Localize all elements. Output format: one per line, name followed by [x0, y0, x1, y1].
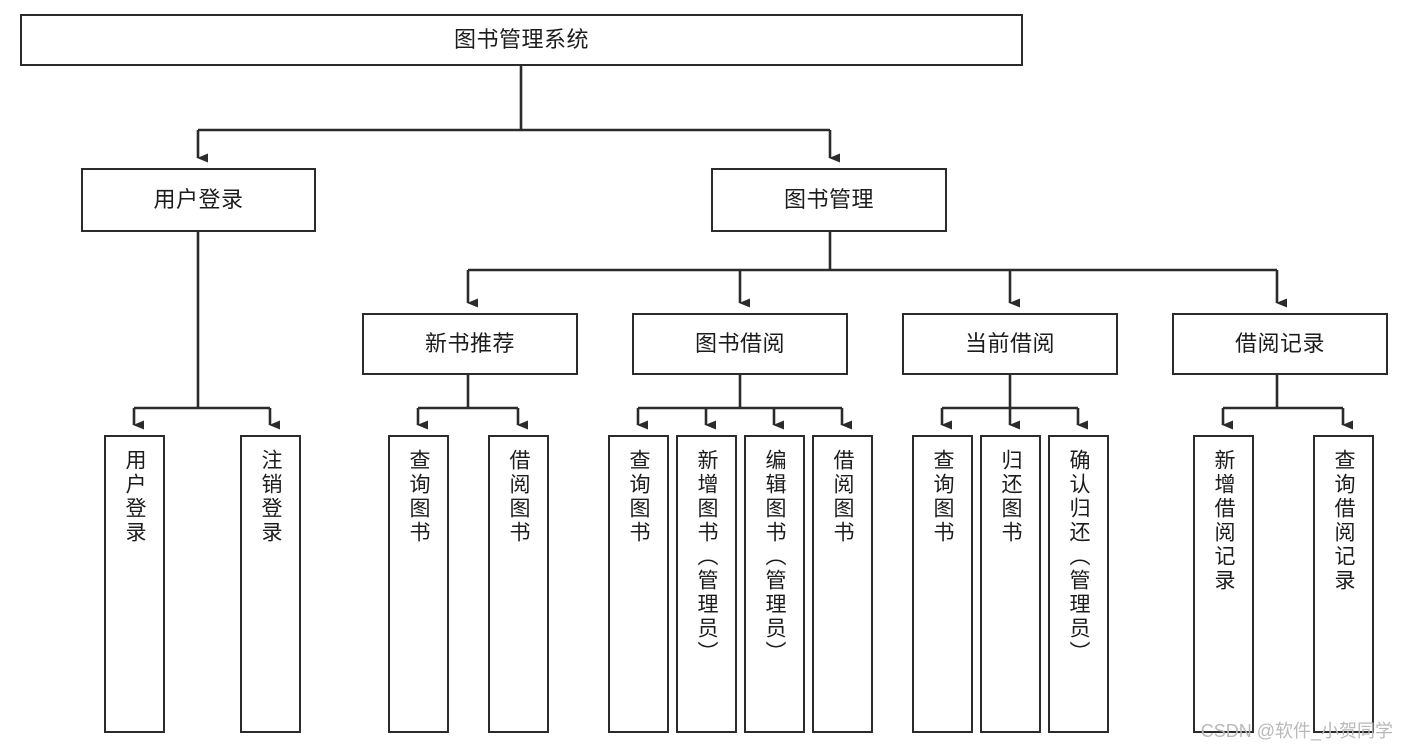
node-label: 查询借阅记录: [1332, 449, 1355, 593]
node-leaf-user-login[interactable]: 用户登录: [104, 435, 165, 733]
node-leaf-borrow-book-1[interactable]: 借阅图书: [488, 435, 549, 733]
node-label: 用户登录: [123, 449, 146, 545]
node-leaf-query-borrow-record[interactable]: 查询借阅记录: [1313, 435, 1374, 733]
node-label: 新书推荐: [424, 331, 515, 357]
node-label: 归还图书: [999, 449, 1022, 545]
node-leaf-logout[interactable]: 注销登录: [240, 435, 301, 733]
node-root-book-management-system[interactable]: 图书管理系统: [20, 14, 1023, 66]
node-leaf-query-book-3[interactable]: 查询图书: [912, 435, 973, 733]
node-current-borrow[interactable]: 当前借阅: [902, 313, 1118, 375]
node-label: 借阅图书: [831, 449, 854, 545]
node-label: 查询图书: [407, 449, 430, 545]
node-label: 注销登录: [259, 449, 282, 545]
node-label: 图书借阅: [694, 331, 785, 357]
node-borrow-records[interactable]: 借阅记录: [1172, 313, 1388, 375]
node-book-borrow[interactable]: 图书借阅: [632, 313, 848, 375]
node-label: 编辑图书（管理员）: [763, 449, 786, 665]
node-label: 图书管理系统: [453, 27, 589, 53]
node-label: 图书管理: [783, 187, 874, 213]
node-new-book-recommend[interactable]: 新书推荐: [362, 313, 578, 375]
node-leaf-query-book-1[interactable]: 查询图书: [388, 435, 449, 733]
node-label: 当前借阅: [964, 331, 1055, 357]
node-label: 新增图书（管理员）: [695, 449, 718, 665]
node-label: 查询图书: [627, 449, 650, 545]
node-leaf-add-book-admin[interactable]: 新增图书（管理员）: [676, 435, 737, 733]
node-leaf-borrow-book-2[interactable]: 借阅图书: [812, 435, 873, 733]
node-book-management[interactable]: 图书管理: [711, 168, 947, 232]
node-label: 借阅图书: [507, 449, 530, 545]
node-leaf-add-borrow-record[interactable]: 新增借阅记录: [1193, 435, 1254, 733]
node-leaf-return-book[interactable]: 归还图书: [980, 435, 1041, 733]
node-user-login[interactable]: 用户登录: [81, 168, 316, 232]
node-label: 查询图书: [931, 449, 954, 545]
node-leaf-edit-book-admin[interactable]: 编辑图书（管理员）: [744, 435, 805, 733]
node-leaf-confirm-return-admin[interactable]: 确认归还（管理员）: [1048, 435, 1109, 733]
node-label: 借阅记录: [1234, 331, 1325, 357]
node-label: 用户登录: [153, 187, 244, 213]
node-leaf-query-book-2[interactable]: 查询图书: [608, 435, 669, 733]
node-label: 新增借阅记录: [1212, 449, 1235, 593]
node-label: 确认归还（管理员）: [1067, 449, 1090, 665]
watermark-text: CSDN @软件_小贺同学: [1200, 721, 1393, 741]
